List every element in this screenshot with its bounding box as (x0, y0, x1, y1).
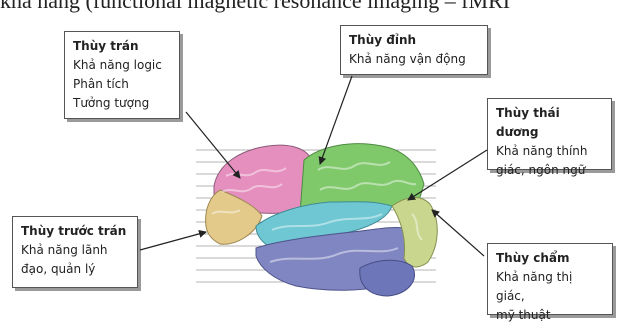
prefrontal-lobe-box: Thùy trước trán Khả năng lãnh đạo, quản … (12, 216, 138, 288)
parietal-lobe-box: Thùy đỉnh Khả năng vận động (340, 25, 488, 75)
occipital-lobe-line: mỹ thuật (496, 306, 604, 325)
temporal-lobe-line: Khả năng thính (496, 142, 603, 161)
prefrontal-lobe-title: Thùy trước trán (21, 222, 129, 241)
cerebellum-region (360, 260, 415, 296)
occipital-lobe-box: Thùy chẩm Khả năng thị giác, mỹ thuật (487, 243, 613, 315)
frontal-lobe-line: Phân tích (73, 75, 171, 94)
temporal-lobe-box: Thùy thái dương Khả năng thính giác, ngô… (487, 98, 612, 170)
temporal-lobe-title: Thùy thái dương (496, 104, 603, 142)
frontal-lobe-line: Tưởng tượng (73, 94, 171, 113)
prefrontal-lobe-line: Khả năng lãnh (21, 241, 129, 260)
parietal-lobe-line: Khả năng vận động (349, 50, 479, 69)
occipital-lobe-line: Khả năng thị giác, (496, 268, 604, 306)
prefrontal-lobe-line: đạo, quản lý (21, 260, 129, 279)
frontal-lobe-title: Thùy trán (73, 37, 171, 56)
temporal-lobe-line: giác, ngôn ngữ (496, 161, 603, 180)
occipital-lobe-title: Thùy chẩm (496, 249, 604, 268)
frontal-lobe-line: Khả năng logic (73, 56, 171, 75)
frontal-lobe-box: Thùy trán Khả năng logic Phân tích Tưởng… (64, 31, 180, 119)
parietal-lobe-title: Thùy đỉnh (349, 31, 479, 50)
